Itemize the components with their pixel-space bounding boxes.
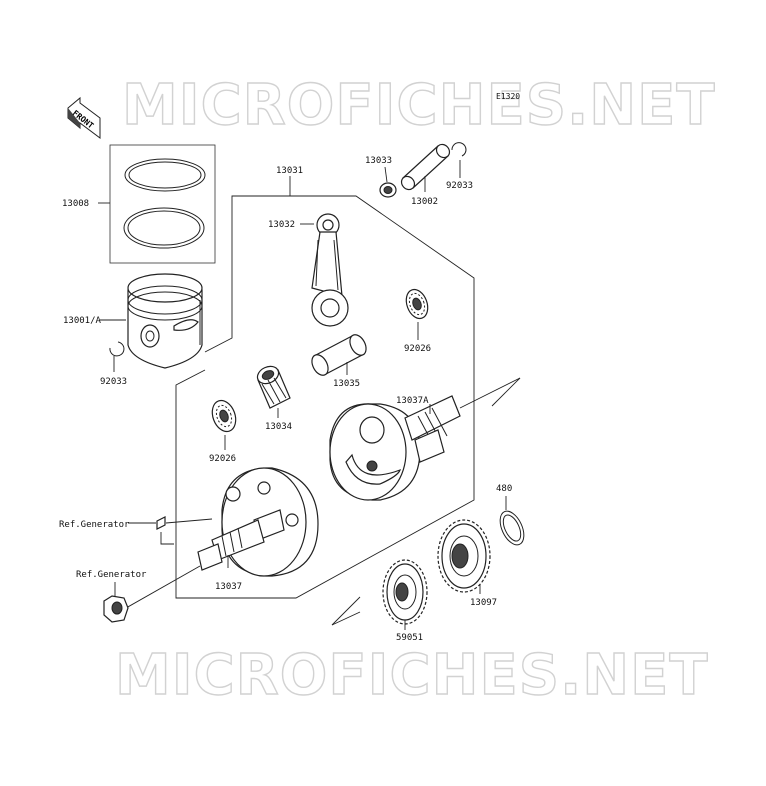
label-92033-right: 92033: [446, 181, 473, 191]
piston-icon: [127, 273, 203, 369]
ring-set-box: [109, 144, 216, 264]
label-13001a: 13001/A: [63, 316, 102, 326]
label-13031: 13031: [276, 166, 303, 176]
label-13037: 13037: [215, 582, 242, 592]
crankshaft-right-half-icon: [329, 395, 461, 501]
label-13037a: 13037A: [396, 396, 429, 406]
woodruff-key-icon: [156, 516, 166, 530]
label-ref-generator-2: Ref.Generator: [76, 570, 147, 580]
label-92026-right: 92026: [404, 344, 431, 354]
watermark-bottom: MICROFICHES.NET: [115, 643, 709, 708]
watermark-top: MICROFICHES.NET: [122, 73, 716, 138]
piston-pin-icon: [400, 143, 451, 191]
crankshaft-left-half-icon: [197, 467, 319, 577]
crank-pin-icon: [311, 334, 367, 376]
pin-clip-icon: [451, 142, 467, 157]
label-92033-left: 92033: [100, 377, 127, 387]
label-92026-left: 92026: [209, 454, 236, 464]
label-13033: 13033: [365, 156, 392, 166]
label-13032: 13032: [268, 220, 295, 230]
label-ref-generator-1: Ref.Generator: [59, 520, 130, 530]
snap-ring-icon: [499, 510, 525, 546]
label-13002: 13002: [411, 197, 438, 207]
needle-bearing-large-icon: [256, 365, 291, 409]
gear-large-icon: [437, 519, 491, 593]
label-13097: 13097: [470, 598, 497, 608]
assembly-outline: [175, 195, 475, 599]
needle-bearing-small-icon: [379, 182, 397, 198]
label-480: 480: [496, 484, 512, 494]
diagram-code: E1320: [496, 92, 520, 101]
connecting-rod-icon: [311, 213, 349, 327]
label-13008: 13008: [62, 199, 89, 209]
label-13035: 13035: [333, 379, 360, 389]
gear-small-icon: [382, 559, 428, 625]
thrust-washer-right-icon: [405, 288, 429, 320]
front-arrow-icon: FRONT: [67, 96, 101, 139]
piston-ring-icon: [123, 158, 206, 249]
nut-icon: [103, 595, 129, 623]
piston-clip-icon: [109, 341, 125, 357]
label-13034: 13034: [265, 422, 292, 432]
label-59051: 59051: [396, 633, 423, 643]
thrust-washer-left-icon: [211, 399, 237, 433]
